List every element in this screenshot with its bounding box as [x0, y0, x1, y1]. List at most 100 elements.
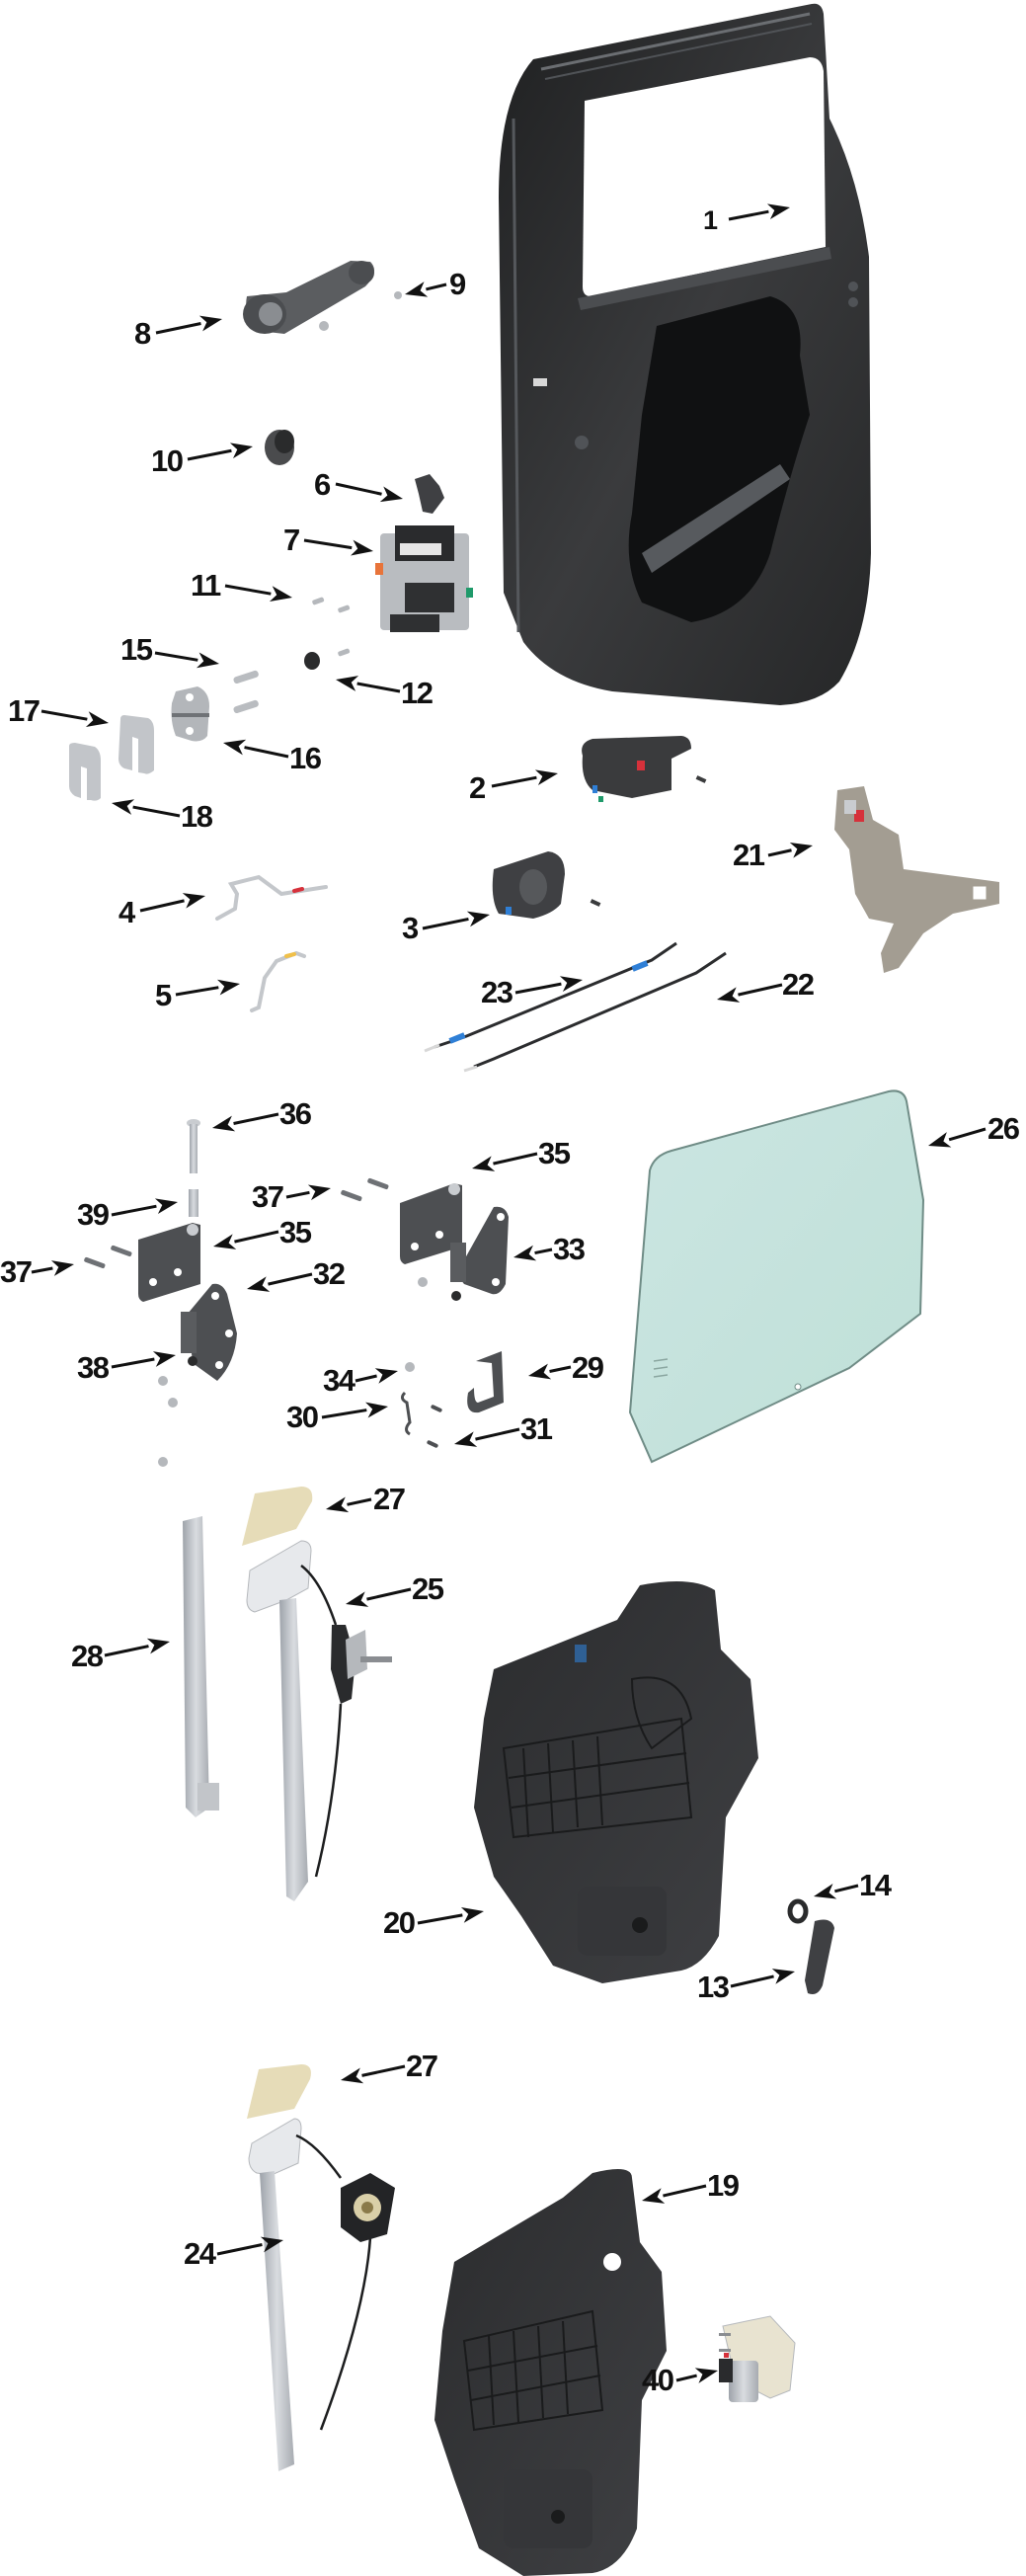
arrowhead-icon — [460, 1907, 484, 1923]
callout-37: 37 — [0, 1254, 74, 1289]
part-nut-9 — [394, 291, 402, 299]
part-rod-4 — [215, 874, 328, 921]
callout-label: 17 — [8, 693, 39, 728]
callout-arrow-shaft — [104, 1645, 149, 1657]
callout-arrow-shaft — [738, 983, 783, 997]
callout-arrow-shaft — [730, 1974, 774, 1988]
callout-label: 5 — [155, 978, 172, 1012]
part-cable-23 — [424, 941, 677, 1053]
part-door-shell — [499, 3, 871, 705]
callout-label: 25 — [412, 1571, 444, 1606]
part-power-regulator — [248, 2118, 395, 2471]
arrowhead-icon — [336, 676, 359, 691]
arrowhead-icon — [112, 799, 135, 815]
callout-24: 24 — [184, 2236, 283, 2271]
arrowhead-icon — [50, 1260, 74, 1276]
callout-label: 15 — [120, 632, 153, 667]
callout-label: 24 — [184, 2236, 217, 2271]
callout-label: 18 — [181, 799, 213, 834]
callout-15: 15 — [120, 632, 219, 669]
callout-label: 3 — [402, 911, 419, 945]
arrowhead-icon — [154, 1198, 178, 1215]
arrowhead-icon — [528, 1363, 552, 1380]
callout-21: 21 — [733, 838, 813, 872]
part-door-latch — [375, 525, 473, 632]
callout-label: 2 — [469, 770, 485, 805]
arrowhead-icon — [229, 443, 253, 459]
callout-arrow-shaft — [514, 982, 562, 995]
callout-label: 28 — [71, 1639, 104, 1673]
callout-arrow-shaft — [361, 2064, 406, 2077]
part-hinge-body-left — [181, 1283, 237, 1381]
part-door-module-power — [434, 2169, 667, 2576]
part-exterior-handle — [243, 261, 374, 334]
callout-label: 7 — [283, 523, 299, 557]
callout-arrow-shaft — [233, 1112, 279, 1125]
callout-34: 34 — [323, 1363, 398, 1398]
part-glass-guide-lower — [247, 2064, 311, 2119]
callout-arrow-shaft — [355, 1374, 377, 1383]
callout-label: 19 — [707, 2168, 740, 2203]
callout-arrow-shaft — [767, 848, 792, 857]
callout-5: 5 — [155, 978, 240, 1012]
arrowhead-icon — [212, 1115, 236, 1132]
arrowhead-icon — [771, 1969, 795, 1984]
callout-38: 38 — [77, 1350, 176, 1385]
arrowhead-icon — [694, 2368, 718, 2383]
callout-4: 4 — [118, 893, 205, 929]
arrowhead-icon — [928, 1132, 952, 1148]
callout-3: 3 — [402, 911, 490, 945]
callout-arrow-shaft — [475, 1427, 520, 1441]
callout-label: 8 — [134, 316, 151, 351]
part-latch-bracket — [834, 786, 999, 973]
part-door-module-manual — [474, 1581, 758, 1983]
arrowhead-icon — [766, 203, 790, 220]
arrowhead-icon — [379, 486, 403, 503]
callout-label: 21 — [733, 838, 765, 872]
part-strap-screws — [427, 1405, 442, 1448]
callout-11: 11 — [191, 568, 292, 603]
arrowhead-icon — [717, 987, 741, 1003]
callout-label: 26 — [987, 1111, 1020, 1146]
callout-label: 31 — [520, 1411, 553, 1446]
callout-12: 12 — [336, 676, 434, 710]
callout-label: 1 — [703, 205, 718, 235]
callout-label: 37 — [0, 1254, 32, 1289]
callout-label: 37 — [252, 1179, 283, 1214]
callout-arrow-shaft — [224, 584, 272, 596]
arrowhead-icon — [146, 1638, 170, 1654]
callout-arrow-shaft — [175, 986, 219, 997]
callout-arrow-shaft — [155, 322, 201, 335]
callout-9: 9 — [405, 267, 468, 301]
callout-35: 35 — [472, 1136, 572, 1171]
part-lock-clip — [415, 474, 444, 514]
callout-arrow-shaft — [111, 1357, 155, 1369]
arrowhead-icon — [346, 1591, 369, 1607]
callout-40: 40 — [642, 2363, 718, 2397]
part-hinge-screws-right — [405, 1277, 461, 1372]
arrowhead-icon — [196, 652, 219, 669]
arrowhead-icon — [216, 979, 240, 996]
arrowhead-icon — [326, 1496, 350, 1513]
callout-30: 30 — [286, 1400, 388, 1434]
part-hinge-bushing — [189, 1189, 198, 1217]
callout-arrow-shaft — [834, 1884, 859, 1893]
callout-arrow-shaft — [139, 899, 185, 913]
callout-arrow-shaft — [347, 1497, 372, 1506]
callout-1: 1 — [703, 203, 790, 235]
callout-17: 17 — [8, 693, 109, 728]
callout-label: 32 — [313, 1256, 345, 1291]
callout-arrow-shaft — [493, 1152, 538, 1166]
callout-label: 20 — [383, 1905, 415, 1940]
callout-arrow-shaft — [491, 775, 537, 788]
callout-arrow-shaft — [303, 538, 353, 550]
callout-arrow-shaft — [422, 917, 469, 930]
part-inside-handle — [582, 736, 707, 802]
arrowhead-icon — [405, 282, 429, 297]
part-hinge-bolt — [111, 1245, 132, 1257]
part-hinge-bolt — [341, 1189, 362, 1202]
part-hinge-bolt — [84, 1256, 106, 1269]
part-hinge-pin — [187, 1119, 200, 1173]
